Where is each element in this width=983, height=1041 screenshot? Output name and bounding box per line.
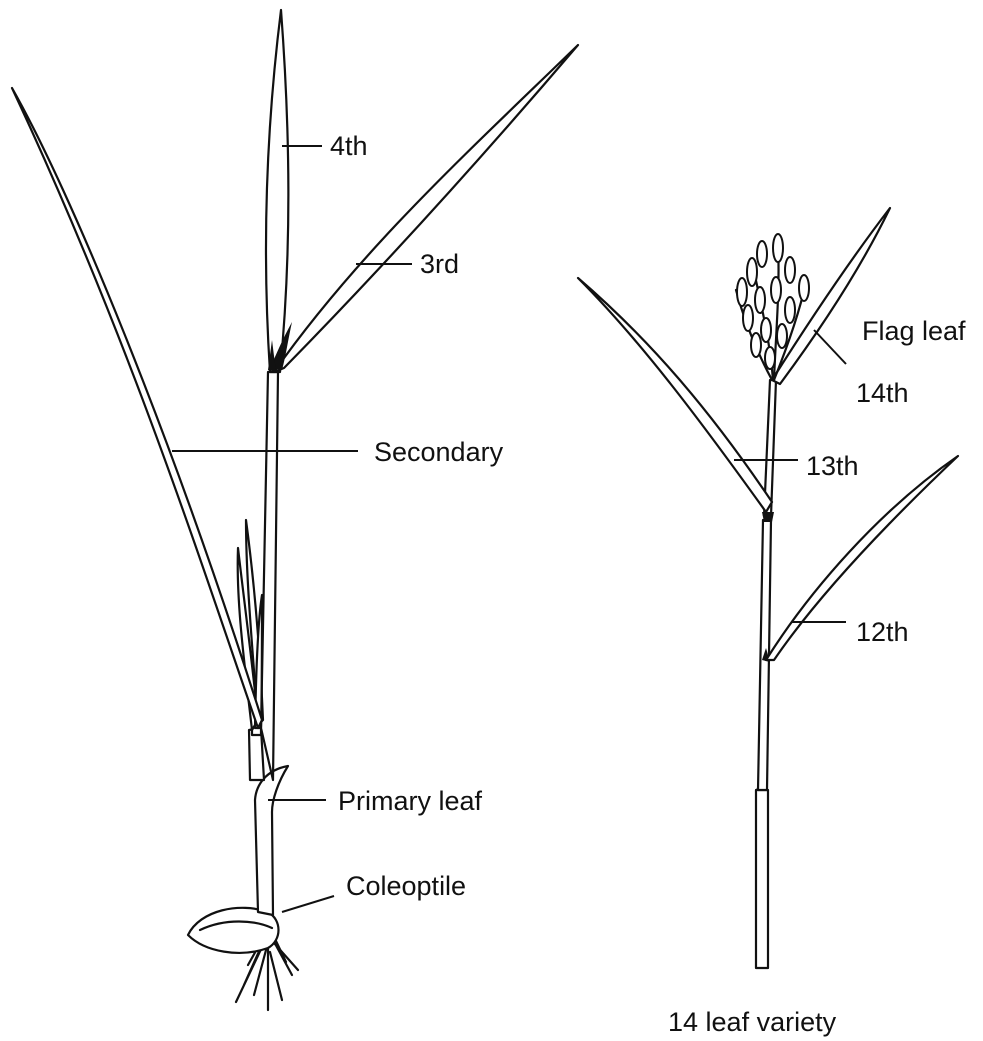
caption-14-leaf-variety: 14 leaf variety (668, 1007, 837, 1037)
label-primary-leaf: Primary leaf (338, 786, 483, 816)
seedling-plant (12, 10, 578, 1010)
label-13th: 13th (806, 451, 859, 481)
label-coleoptile: Coleoptile (346, 871, 466, 901)
secondary-leaf (12, 88, 262, 728)
label-3rd: 3rd (420, 249, 459, 279)
fourth-leaf (266, 10, 288, 372)
flag-leaf (772, 208, 890, 384)
coleoptile (255, 766, 288, 915)
label-4th: 4th (330, 131, 368, 161)
label-12th: 12th (856, 617, 909, 647)
label-14th: 14th (856, 378, 909, 408)
third-leaf (274, 45, 578, 372)
label-flag-leaf: Flag leaf (862, 316, 966, 346)
label-secondary: Secondary (374, 437, 504, 467)
